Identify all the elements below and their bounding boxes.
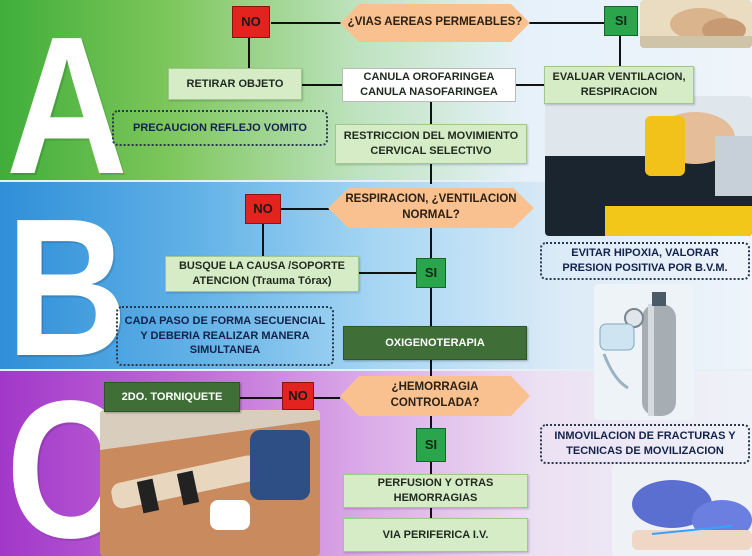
connector <box>430 462 432 476</box>
connector <box>302 84 342 86</box>
divider <box>0 369 752 371</box>
connector <box>358 272 418 274</box>
c-si-label: SI <box>416 428 446 462</box>
evitar-hipoxia-note: EVITAR HIPOXIA, VALORAR PRESION POSITIVA… <box>540 242 750 280</box>
inmovilizacion-note: INMOVILACION DE FRACTURAS Y TECNICAS DE … <box>540 424 750 464</box>
perfusion-box: PERFUSION Y OTRAS HEMORRAGIAS <box>343 474 528 508</box>
busque-causa-box: BUSQUE LA CAUSA /SOPORTE ATENCION (Traum… <box>165 256 359 292</box>
retirar-objeto-box: RETIRAR OBJETO <box>168 68 302 100</box>
connector <box>430 100 432 126</box>
iv-line-photo <box>612 464 752 556</box>
connector <box>248 38 250 72</box>
cada-paso-note: CADA PASO DE FORMA SECUENCIAL Y DEBERIA … <box>116 306 334 366</box>
connector <box>271 22 345 24</box>
b-si-label: SI <box>416 258 446 288</box>
cervical-collar-photo <box>545 96 752 236</box>
a-si-label: SI <box>604 6 638 36</box>
tourniquet-photo <box>100 410 320 556</box>
a-no-label: NO <box>232 6 270 38</box>
divider <box>0 180 752 182</box>
oxygen-tank-photo <box>594 284 694 420</box>
connector <box>240 397 282 399</box>
letter-a: A <box>6 0 128 215</box>
connector <box>619 22 621 66</box>
cpr-hands-photo <box>640 0 752 48</box>
precaucion-reflejo-note: PRECAUCION REFLEJO VOMITO <box>112 110 328 146</box>
connector <box>262 224 264 258</box>
connector <box>430 360 432 380</box>
c-question: ¿HEMORRAGIA CONTROLADA? <box>340 376 530 416</box>
oxigenoterapia-box: OXIGENOTERAPIA <box>343 326 527 360</box>
restriccion-cervical-box: RESTRICCION DEL MOVIMIENTO CERVICAL SELE… <box>335 124 527 164</box>
connector <box>281 208 329 210</box>
letter-b: B <box>6 178 128 397</box>
via-periferica-box: VIA PERIFERICA I.V. <box>343 518 528 552</box>
connector <box>430 162 432 184</box>
torniquete-box: 2DO. TORNIQUETE <box>104 382 240 412</box>
b-no-label: NO <box>245 194 281 224</box>
canula-box: CANULA OROFARINGEA CANULA NASOFARINGEA <box>342 68 516 102</box>
connector <box>516 84 544 86</box>
connector <box>314 397 340 399</box>
connector <box>430 416 432 430</box>
c-no-label: NO <box>282 382 314 410</box>
a-question: ¿VIAS AEREAS PERMEABLES? <box>340 4 530 42</box>
evaluar-ventilacion-box: EVALUAR VENTILACION, RESPIRACION <box>544 66 694 104</box>
connector <box>529 22 619 24</box>
connector <box>430 506 432 520</box>
b-question: RESPIRACION, ¿VENTILACION NORMAL? <box>328 188 534 228</box>
